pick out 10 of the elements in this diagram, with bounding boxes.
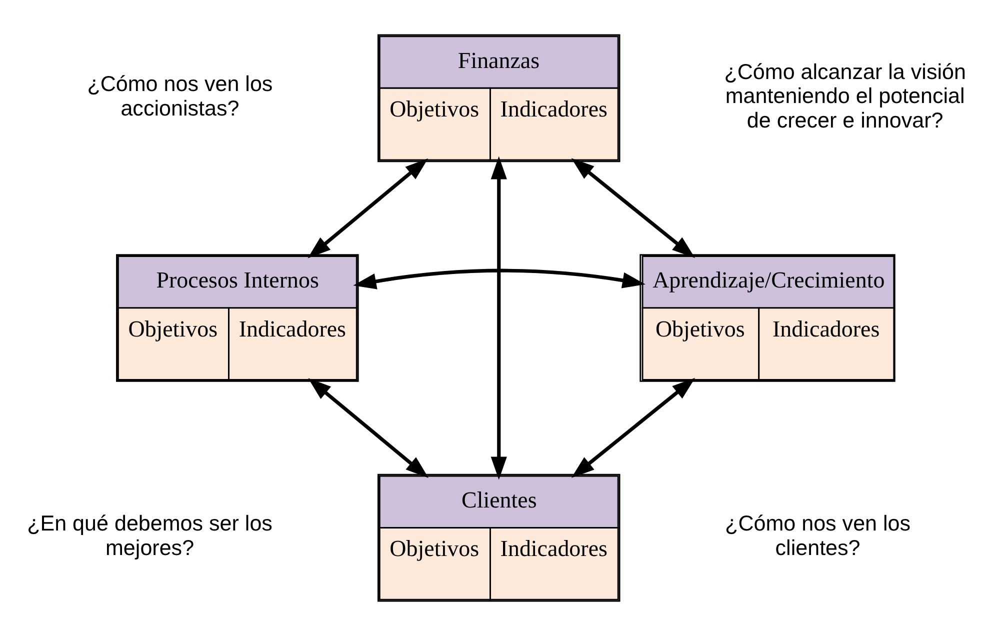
arrow	[307, 158, 428, 258]
label: ¿En qué debemos ser los mejores?	[26, 511, 272, 560]
arrow	[570, 377, 695, 478]
arrow	[352, 268, 645, 289]
label: ¿Cómo nos ven los clientes?	[724, 511, 910, 560]
label: ¿Cómo nos ven los accionistas?	[86, 72, 272, 120]
arrow	[570, 158, 695, 258]
arrow	[308, 378, 428, 478]
arrow	[490, 156, 506, 480]
label: ¿Cómo alcanzar la visión manteniendo el potencial de crecer e innovar?	[724, 59, 966, 132]
